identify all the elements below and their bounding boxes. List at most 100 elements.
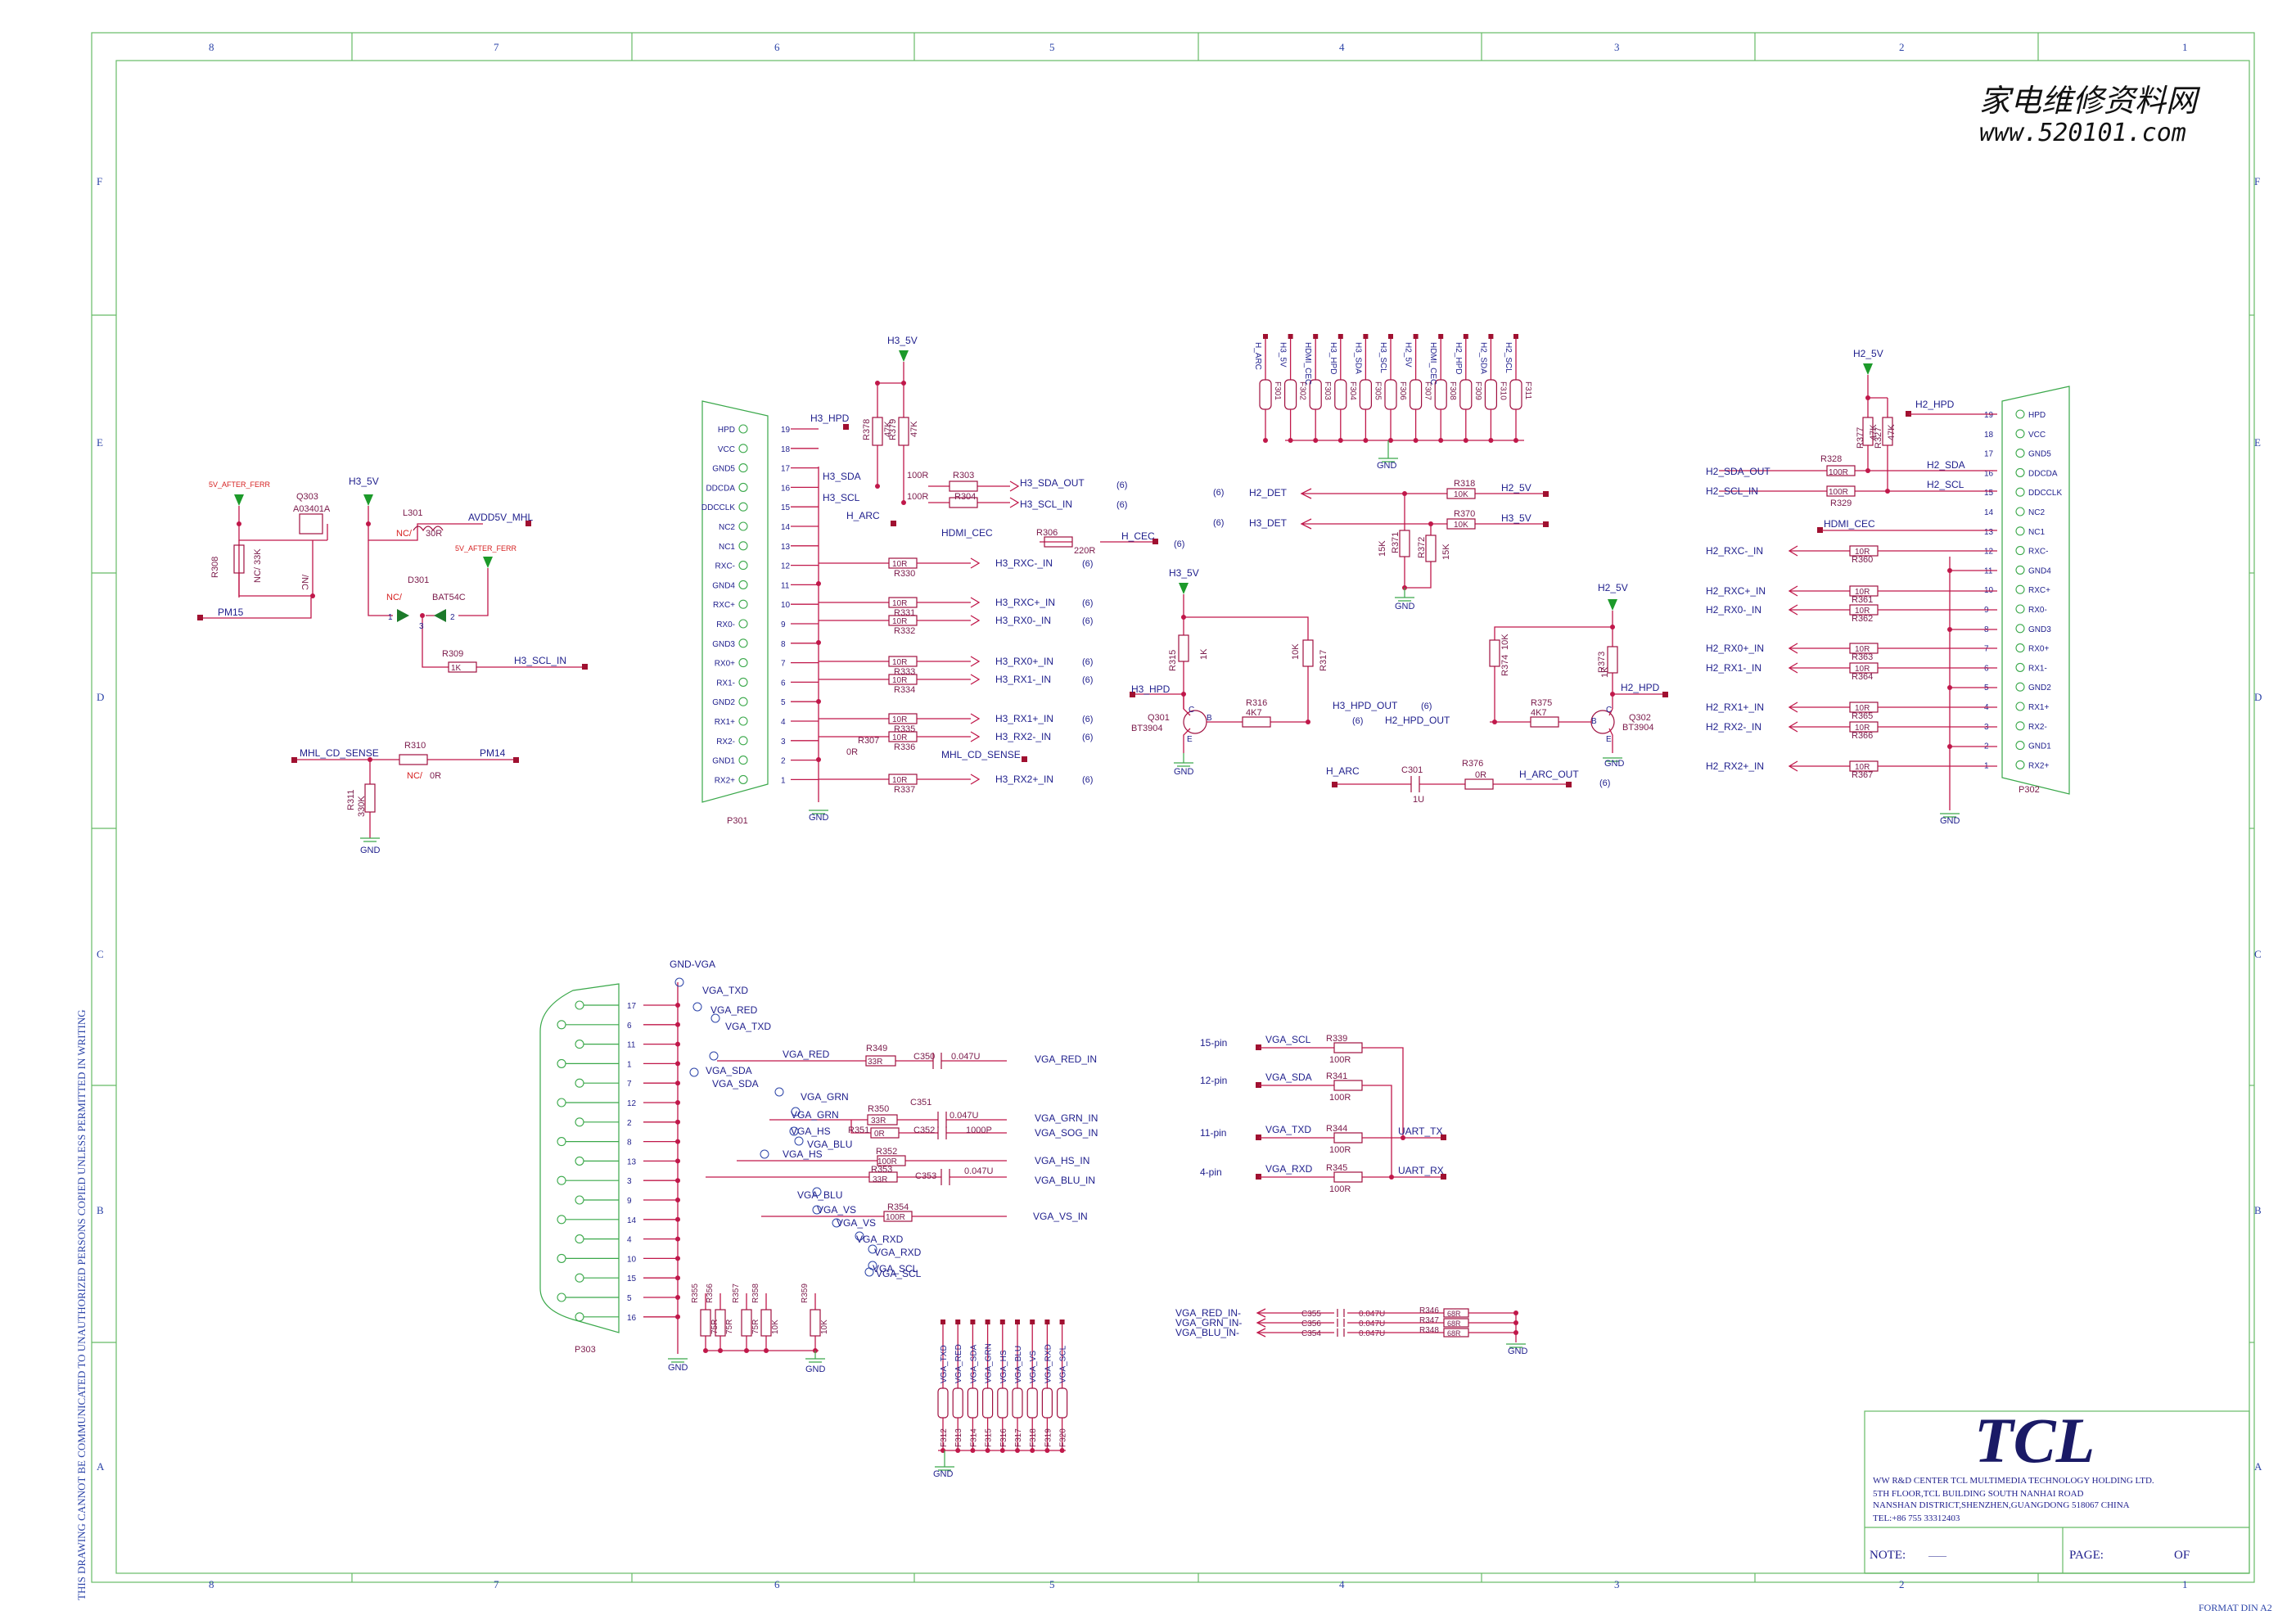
net-h2-5v-det: H2_5V bbox=[1501, 482, 1531, 494]
uart-terminal bbox=[1256, 1174, 1261, 1180]
p302-pin-contact bbox=[2015, 604, 2025, 614]
p302-rx-net: H2_RX2-_IN bbox=[1706, 721, 1761, 733]
vga-pin-number: 10 bbox=[627, 1255, 637, 1264]
p301-rx-value: 10R bbox=[892, 715, 907, 724]
esd-vga-terminal bbox=[985, 1320, 990, 1324]
column-marker-top: 5 bbox=[1049, 41, 1055, 53]
note-value: —— bbox=[1928, 1551, 1947, 1561]
company-address-2: NANSHAN DISTRICT,SHENZHEN,GUANGDONG 5180… bbox=[1873, 1500, 2130, 1510]
p302-pin-name: RX1- bbox=[2028, 664, 2047, 673]
esd-top-terminal bbox=[1313, 334, 1319, 339]
net-mhl-cd-sense-left: MHL_CD_SENSE bbox=[300, 747, 379, 759]
vga-neg-cap-ref: C355 bbox=[1301, 1310, 1321, 1319]
vga-test-point-label: VGA_RXD bbox=[874, 1247, 922, 1258]
esd-top-net: H2_SCL bbox=[1504, 342, 1513, 373]
p302-rx-ref: R363 bbox=[1852, 652, 1873, 662]
uart-pin-label: 4-pin bbox=[1200, 1166, 1222, 1178]
vga-pin-contact bbox=[557, 1137, 566, 1147]
vga-test-point bbox=[709, 1051, 719, 1061]
p301-pin-contact bbox=[738, 580, 748, 589]
r304-value: 100R bbox=[907, 492, 928, 502]
net-h-cec: H_CEC bbox=[1121, 530, 1155, 542]
p302-pin-contact bbox=[2015, 526, 2025, 536]
p301-pin-name: GND4 bbox=[712, 581, 735, 590]
d301-pin1: 1 bbox=[388, 613, 393, 622]
p301-pin-name: DDCDA bbox=[706, 484, 735, 493]
esd-vga-terminal bbox=[955, 1320, 961, 1324]
vga-pin-number: 17 bbox=[627, 1002, 637, 1011]
esd-top-device bbox=[1283, 379, 1297, 410]
net-vga-red-in: VGA_RED_IN bbox=[1035, 1053, 1097, 1065]
vga-term-ref: R356 bbox=[706, 1283, 715, 1303]
esd-vga-terminal bbox=[1044, 1320, 1050, 1324]
vga-test-point bbox=[812, 1187, 822, 1197]
q303-value: A03401A bbox=[293, 504, 331, 514]
gnd-vga-neg: GND bbox=[1508, 1347, 1528, 1356]
p301-pin-name: VCC bbox=[718, 445, 735, 454]
vga-test-point bbox=[812, 1205, 822, 1215]
p302-pin-name: GND1 bbox=[2028, 742, 2051, 751]
p302-rx-net: H2_RX0+_IN bbox=[1706, 643, 1764, 654]
vga-neg-res-ref: R347 bbox=[1419, 1316, 1439, 1325]
p301-rx-net: H3_RX2-_IN bbox=[995, 731, 1051, 742]
sheet-ref-h3-det: (6) bbox=[1213, 518, 1224, 528]
p302-rx-net: H2_RX2+_IN bbox=[1706, 760, 1764, 772]
esd-vga-terminal bbox=[941, 1320, 945, 1324]
p302-rx-value: 10R bbox=[1855, 607, 1870, 616]
r370-ref: R370 bbox=[1454, 509, 1475, 519]
vga-pin-number: 12 bbox=[627, 1099, 637, 1108]
uart-resistor bbox=[1333, 1171, 1363, 1183]
esd-top-net: HDMI_CEC bbox=[1303, 342, 1312, 385]
r372-ref: R372 bbox=[1417, 537, 1427, 558]
r375-ref: R375 bbox=[1531, 698, 1552, 708]
p301-rx-arrow bbox=[970, 774, 981, 785]
p302-rx-value: 10R bbox=[1855, 724, 1870, 733]
mhl-power-section: 5V_AFTER_FERR H3_5V Q303 A03401A R308 NC… bbox=[197, 476, 588, 855]
r352-value: 100R bbox=[877, 1157, 897, 1166]
p302-rx-ref: R362 bbox=[1852, 614, 1873, 624]
vga-test-point-label: VGA_SDA bbox=[706, 1065, 752, 1076]
esd-top-ref: F304 bbox=[1348, 381, 1357, 400]
esd-top-ref: F302 bbox=[1298, 381, 1307, 400]
net-h3-5v-mhl: H3_5V bbox=[349, 476, 379, 487]
esd-vga-device bbox=[1056, 1387, 1068, 1419]
vga-pin-number: 16 bbox=[627, 1314, 637, 1323]
row-marker-right: A bbox=[2254, 1460, 2262, 1473]
p301-rx-arrow bbox=[970, 656, 981, 667]
p301-rx-net: H3_RXC+_IN bbox=[995, 597, 1055, 608]
vga-pin-number: 6 bbox=[627, 1022, 632, 1031]
p301-pin-name: RXC- bbox=[715, 562, 735, 571]
r377-value: 47K bbox=[1869, 424, 1879, 440]
r349-value: 33R bbox=[868, 1058, 882, 1067]
vga-term-resistor bbox=[741, 1309, 752, 1337]
p301-rx-sheet-ref: (6) bbox=[1082, 775, 1093, 785]
gnd-esd-vga: GND bbox=[933, 1469, 954, 1479]
p301-rx-sheet-ref: (6) bbox=[1082, 559, 1093, 569]
p301-pin-contact bbox=[738, 463, 748, 473]
gnd-q301: GND bbox=[1174, 767, 1194, 777]
p301-pin-name: GND3 bbox=[712, 640, 735, 649]
vga-pin-number: 1 bbox=[627, 1060, 632, 1069]
vga-test-point-label: VGA_GRN bbox=[801, 1091, 849, 1103]
esd-vga-ref: F317 bbox=[1014, 1428, 1023, 1447]
p301-pin-contact bbox=[738, 502, 748, 512]
p302-rx-arrow bbox=[1788, 545, 1798, 557]
p302-pin-contact bbox=[2015, 643, 2025, 653]
p301-rx-net: H3_RX2+_IN bbox=[995, 774, 1053, 785]
p301-rx-arrow bbox=[970, 674, 981, 685]
p301-pin-name: RX1- bbox=[716, 679, 735, 688]
vga-term-resistor bbox=[760, 1309, 772, 1337]
r316-ref: R316 bbox=[1246, 698, 1267, 708]
esd-top-ref: F306 bbox=[1398, 381, 1407, 400]
q301-e: E bbox=[1187, 735, 1193, 744]
p302-rx-net: H2_RX1-_IN bbox=[1706, 662, 1761, 674]
net-pm15: PM15 bbox=[218, 607, 244, 618]
vga-test-point-label: VGA_HS bbox=[783, 1148, 823, 1160]
net-hdmi-cec-p301: HDMI_CEC bbox=[941, 527, 993, 539]
r317-value: 10K bbox=[1291, 643, 1301, 660]
vga-test-point-label: VGA_GRN bbox=[791, 1109, 839, 1121]
esd-top-device bbox=[1409, 379, 1423, 410]
net-h-arc-out: H_ARC_OUT bbox=[1519, 769, 1579, 780]
